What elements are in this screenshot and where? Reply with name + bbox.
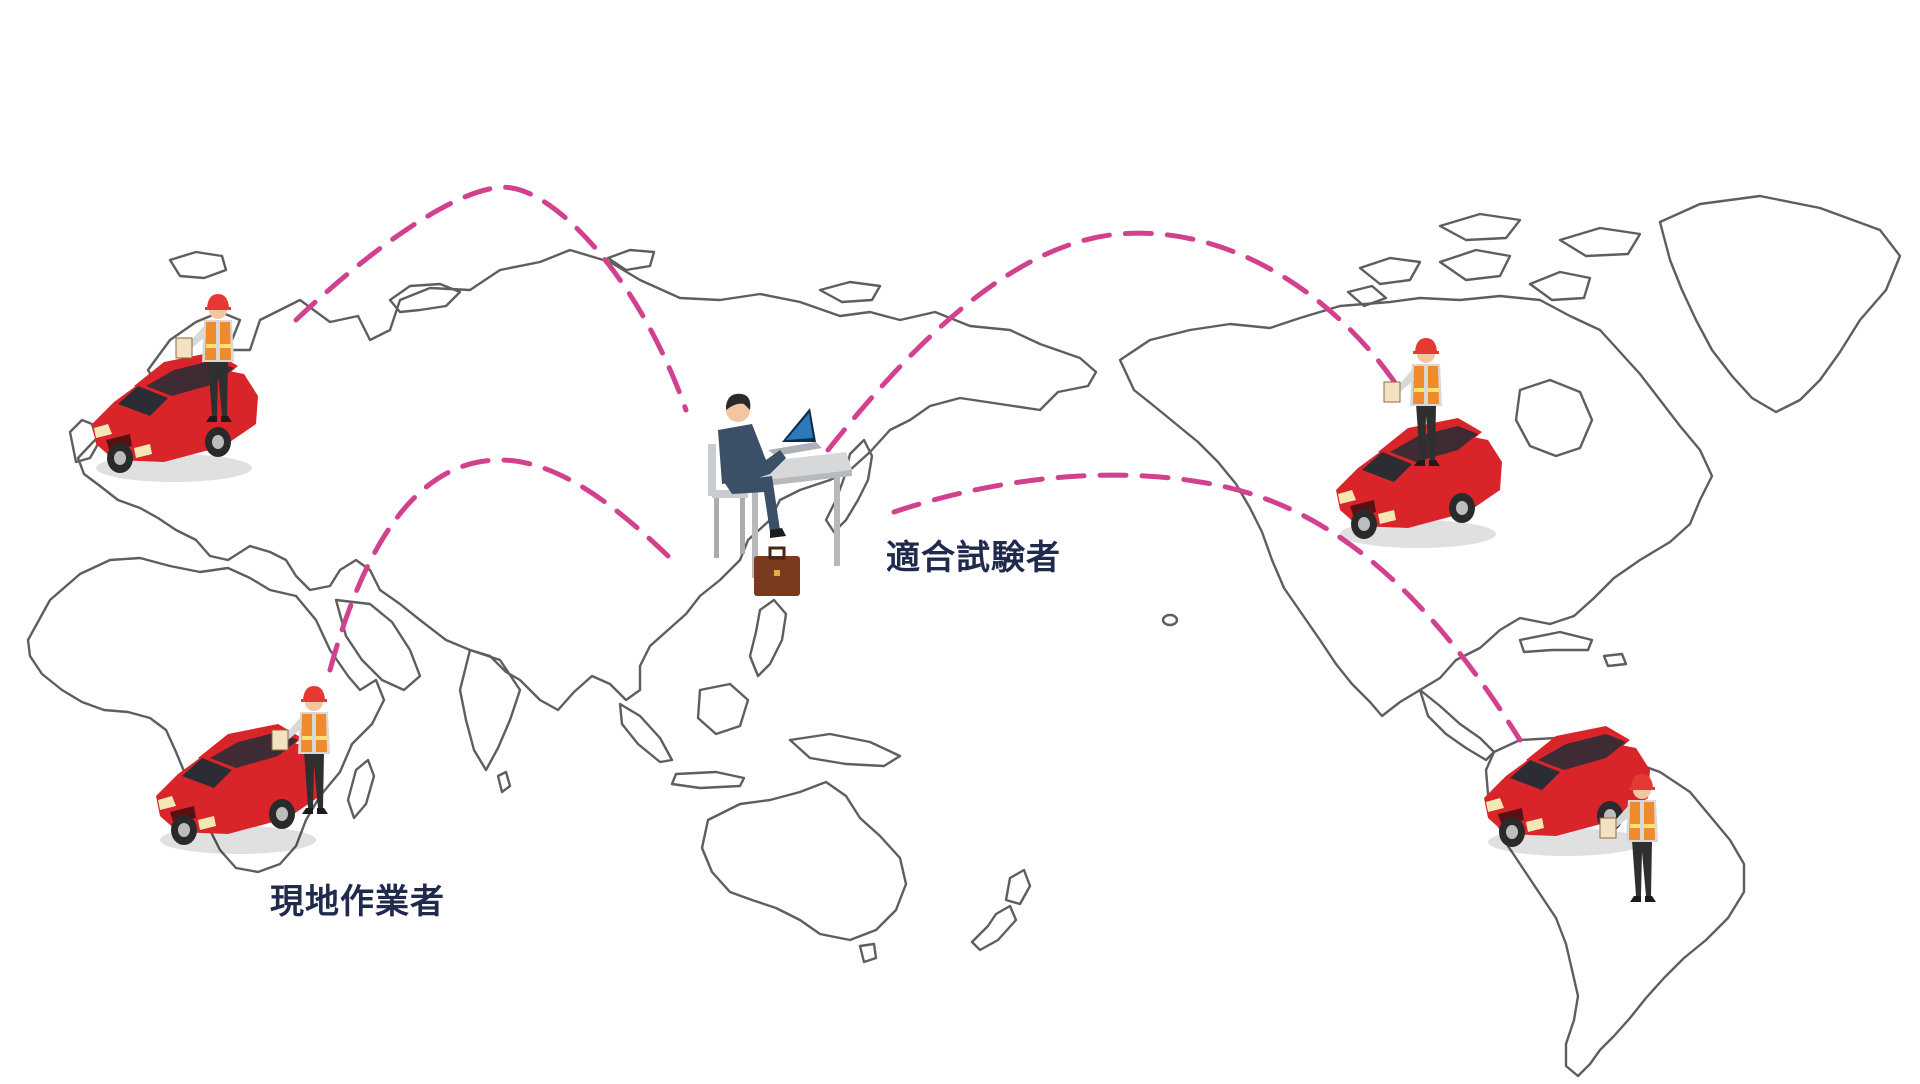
central-america-outline (1418, 688, 1496, 762)
arabia-outline (334, 598, 422, 692)
caribbean-outline (1518, 630, 1628, 668)
car-icon (92, 352, 258, 482)
java-outline (670, 770, 746, 790)
sri-lanka-outline (496, 770, 512, 794)
connection-line-north-america (825, 230, 1403, 453)
canadian-arctic-outline (1346, 212, 1642, 308)
australia-outline (700, 780, 908, 942)
field-unit-north-america (1336, 337, 1502, 548)
eurasia-outline (76, 248, 1098, 712)
hudson-bay-outline (1514, 378, 1594, 458)
north-america-outline (1118, 294, 1714, 718)
south-america-outline (1484, 736, 1746, 1078)
office-worker-at-laptop-icon (708, 393, 852, 596)
tester-label: 適合試験者 (886, 538, 1061, 578)
madagascar-outline (346, 758, 376, 820)
africa-outline (26, 556, 386, 874)
iceland-outline (168, 250, 228, 280)
tasmania-outline (858, 942, 878, 964)
connection-line-africa (327, 457, 671, 673)
field-worker-label: 現地作業者 (270, 882, 445, 922)
greenland-outline (1658, 194, 1902, 414)
sumatra-outline (618, 702, 674, 764)
connection-line-south-america (891, 472, 1523, 743)
pacific-island-outline (1161, 613, 1179, 627)
new-zealand-outline (970, 868, 1032, 952)
arctic-islands-outline (388, 248, 882, 314)
india-outline (458, 648, 522, 772)
car-icon (156, 724, 322, 854)
new-guinea-outline (788, 732, 902, 768)
field-unit-europe (92, 293, 258, 482)
field-unit-south-america (1484, 726, 1659, 903)
connection-line-europe (293, 184, 689, 413)
philippines-outline (748, 598, 788, 678)
world-map-outline (26, 194, 1902, 1078)
borneo-outline (696, 682, 750, 736)
